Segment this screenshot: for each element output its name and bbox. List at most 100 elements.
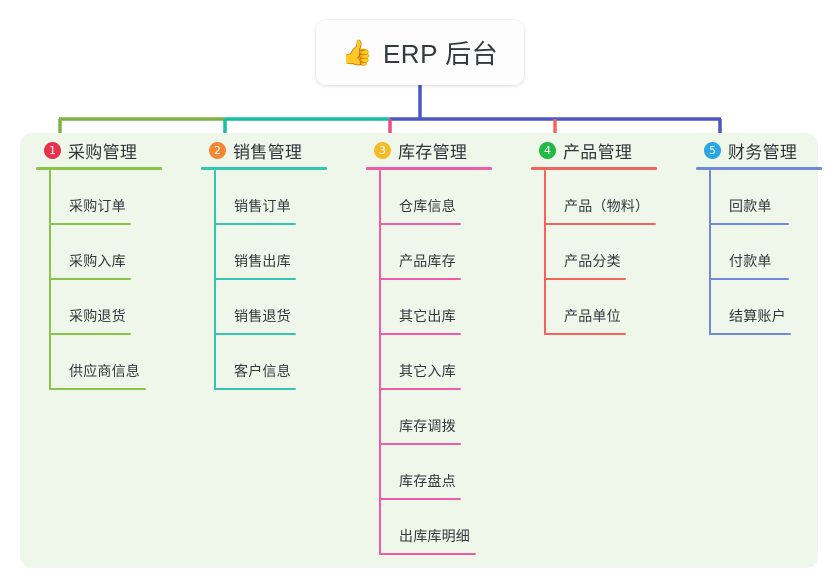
leaf-label: 库存盘点 — [399, 473, 456, 489]
leaf-item[interactable]: 付款单 — [709, 225, 839, 280]
leaf-label: 客户信息 — [234, 363, 291, 379]
branch-leaf-list: 产品（物料） 产品分类产品单位 — [544, 170, 694, 335]
leaf-item[interactable]: 仓库信息 — [379, 170, 529, 225]
thumbs-up-icon: 👍 — [341, 39, 373, 67]
leaf-label: 回款单 — [729, 198, 772, 214]
leaf-underline — [709, 333, 791, 335]
branch-underline — [201, 167, 327, 170]
leaf-underline — [214, 278, 296, 280]
branch-column-2: 2 销售管理销售订单销售出库销售退货客户信息 — [201, 133, 364, 390]
leaf-label: 销售订单 — [234, 198, 291, 214]
branch-header-3[interactable]: 3 库存管理 — [366, 133, 529, 167]
branch-underline — [366, 167, 492, 170]
leaf-item[interactable]: 采购入库 — [49, 225, 199, 280]
leaf-item[interactable]: 销售出库 — [214, 225, 364, 280]
leaf-underline — [379, 443, 461, 445]
leaf-underline — [544, 278, 626, 280]
branch-number-badge: 2 — [209, 141, 226, 159]
leaf-item[interactable]: 库存盘点 — [379, 445, 529, 500]
branch-title: 产品管理 — [563, 142, 633, 162]
leaf-item[interactable]: 出库库明细 — [379, 500, 529, 555]
branch-column-1: 1 采购管理采购订单采购入库采购退货供应商信息 — [36, 133, 199, 390]
leaf-label: 出库库明细 — [399, 528, 470, 544]
leaf-label: 采购退货 — [69, 308, 126, 324]
branch-spine — [709, 170, 711, 335]
branch-header-4[interactable]: 4 产品管理 — [531, 133, 694, 167]
branch-column-4: 4 产品管理产品（物料） 产品分类产品单位 — [531, 133, 694, 335]
leaf-item[interactable]: 结算账户 — [709, 280, 839, 335]
leaf-label: 产品（物料） — [564, 198, 650, 214]
leaf-underline — [49, 333, 131, 335]
branch-spine — [379, 170, 381, 555]
branch-columns: 1 采购管理采购订单采购入库采购退货供应商信息 2 销售管理销售订单销售出库销售退货客… — [20, 133, 822, 568]
leaf-label: 产品分类 — [564, 253, 621, 269]
leaf-item[interactable]: 客户信息 — [214, 335, 364, 390]
root-title: ERP 后台 — [382, 39, 499, 69]
leaf-item[interactable]: 其它出库 — [379, 280, 529, 335]
branch-title: 库存管理 — [398, 142, 468, 162]
leaf-underline — [709, 278, 789, 280]
leaf-label: 供应商信息 — [69, 363, 140, 379]
leaf-label: 库存调拨 — [399, 418, 456, 434]
leaf-item[interactable]: 其它入库 — [379, 335, 529, 390]
branch-title: 采购管理 — [68, 142, 138, 162]
leaf-label: 采购入库 — [69, 253, 126, 269]
branch-header-2[interactable]: 2 销售管理 — [201, 133, 364, 167]
leaf-item[interactable]: 产品库存 — [379, 225, 529, 280]
leaf-item[interactable]: 销售订单 — [214, 170, 364, 225]
branch-number-badge: 5 — [704, 141, 721, 159]
leaf-item[interactable]: 回款单 — [709, 170, 839, 225]
leaf-label: 其它入库 — [399, 363, 456, 379]
leaf-label: 其它出库 — [399, 308, 456, 324]
leaf-underline — [49, 278, 131, 280]
leaf-item[interactable]: 采购订单 — [49, 170, 199, 225]
leaf-item[interactable]: 产品单位 — [544, 280, 694, 335]
leaf-underline — [544, 223, 656, 225]
branch-number-badge: 4 — [539, 141, 556, 159]
root-node[interactable]: 👍 ERP 后台 — [316, 20, 524, 85]
leaf-underline — [379, 553, 476, 555]
branch-leaf-list: 回款单付款单结算账户 — [709, 170, 839, 335]
leaf-item[interactable]: 供应商信息 — [49, 335, 199, 390]
leaf-underline — [379, 333, 461, 335]
branch-header-5[interactable]: 5 财务管理 — [696, 133, 839, 167]
leaf-label: 产品单位 — [564, 308, 621, 324]
leaf-item[interactable]: 采购退货 — [49, 280, 199, 335]
leaf-underline — [379, 388, 461, 390]
leaf-underline — [214, 333, 296, 335]
leaf-item[interactable]: 产品（物料） — [544, 170, 694, 225]
branch-panel — [20, 133, 818, 568]
leaf-underline — [379, 278, 461, 280]
leaf-underline — [379, 223, 461, 225]
branch-underline — [36, 167, 162, 170]
branch-leaf-list: 销售订单销售出库销售退货客户信息 — [214, 170, 364, 390]
leaf-underline — [49, 388, 146, 390]
branch-spine — [544, 170, 546, 335]
leaf-label: 产品库存 — [399, 253, 456, 269]
branch-column-3: 3 库存管理仓库信息产品库存其它出库其它入库库存调拨库存盘点出库库明细 — [366, 133, 529, 555]
branch-title: 财务管理 — [728, 142, 798, 162]
leaf-item[interactable]: 库存调拨 — [379, 390, 529, 445]
branch-spine — [214, 170, 216, 390]
leaf-underline — [49, 223, 131, 225]
leaf-label: 销售退货 — [234, 308, 291, 324]
branch-header-1[interactable]: 1 采购管理 — [36, 133, 199, 167]
leaf-label: 仓库信息 — [399, 198, 456, 214]
branch-leaf-list: 仓库信息产品库存其它出库其它入库库存调拨库存盘点出库库明细 — [379, 170, 529, 555]
leaf-underline — [214, 223, 296, 225]
leaf-label: 采购订单 — [69, 198, 126, 214]
branch-underline — [531, 167, 657, 170]
leaf-item[interactable]: 产品分类 — [544, 225, 694, 280]
branch-number-badge: 3 — [374, 141, 391, 159]
branch-underline — [696, 167, 822, 170]
branch-number-badge: 1 — [44, 141, 61, 159]
leaf-underline — [709, 223, 789, 225]
branch-title: 销售管理 — [233, 142, 303, 162]
leaf-label: 销售出库 — [234, 253, 291, 269]
leaf-label: 结算账户 — [729, 308, 786, 324]
leaf-item[interactable]: 销售退货 — [214, 280, 364, 335]
leaf-underline — [379, 498, 461, 500]
leaf-underline — [544, 333, 626, 335]
branch-column-5: 5 财务管理回款单付款单结算账户 — [696, 133, 839, 335]
